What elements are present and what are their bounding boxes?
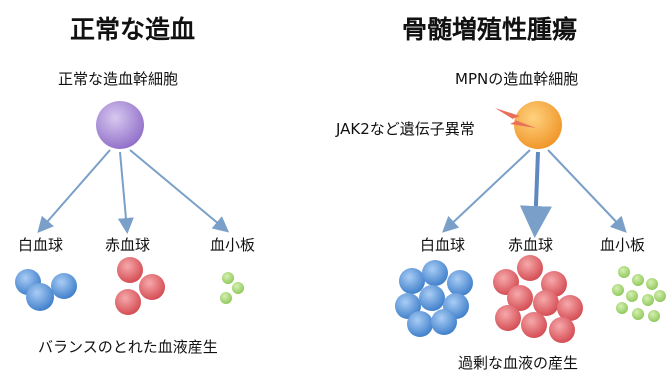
mpn-platelet-cells: [612, 266, 666, 322]
mpn-wbc-label: 白血球: [420, 236, 466, 254]
mpn-wbc-cells: [395, 260, 473, 337]
mpn-arrow-platelet: [547, 149, 627, 233]
mpn-rbc-cells: [493, 255, 583, 343]
mutation-bolt-icon: [495, 108, 536, 128]
normal-stem-label: 正常な造血幹細胞: [58, 70, 179, 88]
mpn-platelet-label: 血小板: [600, 236, 646, 254]
normal-arrow-rbc: [117, 151, 134, 234]
mpn-stem-label: MPNの造血幹細胞: [455, 70, 579, 88]
normal-stem-cell: [96, 101, 144, 149]
normal-rbc-label: 赤血球: [105, 236, 151, 254]
normal-platelet-cells: [220, 272, 244, 304]
normal-wbc-cells: [15, 269, 77, 311]
normal-title: 正常な造血: [70, 15, 196, 44]
normal-rbc-cells: [115, 257, 165, 315]
mpn-footer: 過剰な血液の産生: [458, 354, 579, 372]
mpn-title: 骨髄増殖性腫瘍: [402, 15, 578, 44]
normal-wbc-label: 白血球: [18, 236, 64, 254]
mutation-label: JAK2など遺伝子異常: [336, 120, 475, 138]
normal-footer: バランスのとれた血液産生: [38, 338, 218, 356]
mpn-arrow-wbc: [442, 149, 531, 233]
mpn-stem-cell: [514, 101, 562, 149]
mpn-arrow-rbc: [519, 151, 552, 238]
normal-arrow-platelet: [129, 149, 230, 233]
normal-platelet-label: 血小板: [210, 236, 256, 254]
mpn-rbc-label: 赤血球: [508, 236, 554, 254]
normal-arrow-wbc: [37, 149, 111, 234]
